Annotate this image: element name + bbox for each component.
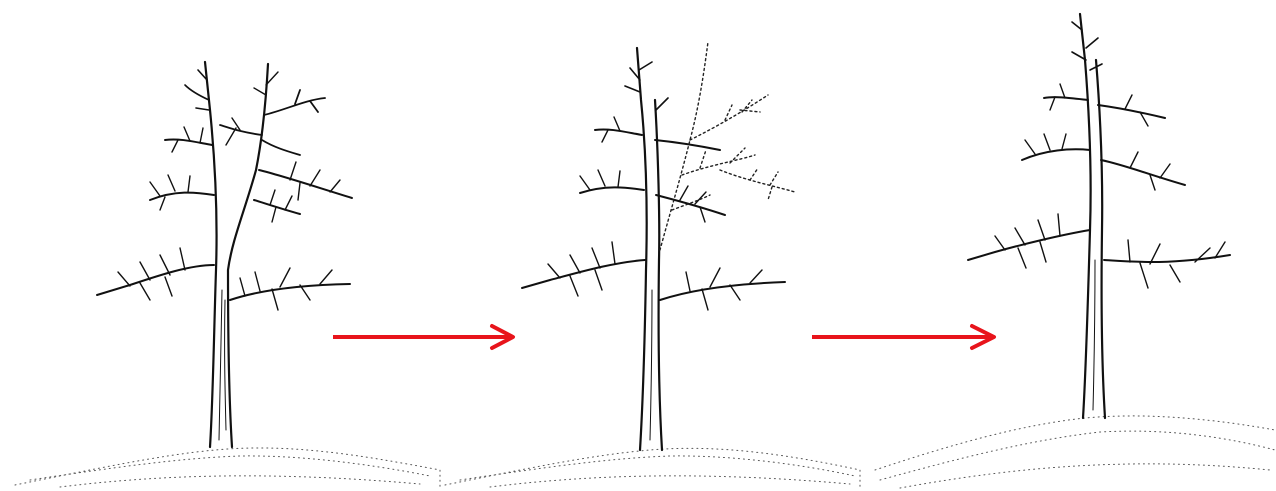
arrow-2 xyxy=(812,326,994,348)
removed-leader-dotted xyxy=(660,42,795,250)
tree-before-pruning xyxy=(15,62,440,488)
branches-3 xyxy=(968,22,1230,288)
tree-after-pruning xyxy=(875,14,1275,488)
trunk-1 xyxy=(205,62,268,447)
branches-2 xyxy=(522,62,785,310)
arrow-1 xyxy=(333,326,513,348)
ground-mound-2 xyxy=(445,448,860,488)
tree-during-pruning xyxy=(445,42,860,488)
trunk-3 xyxy=(1080,14,1105,418)
ground-mound-1 xyxy=(15,448,440,488)
ground-mound-3 xyxy=(875,416,1275,488)
branches-1 xyxy=(97,70,352,310)
